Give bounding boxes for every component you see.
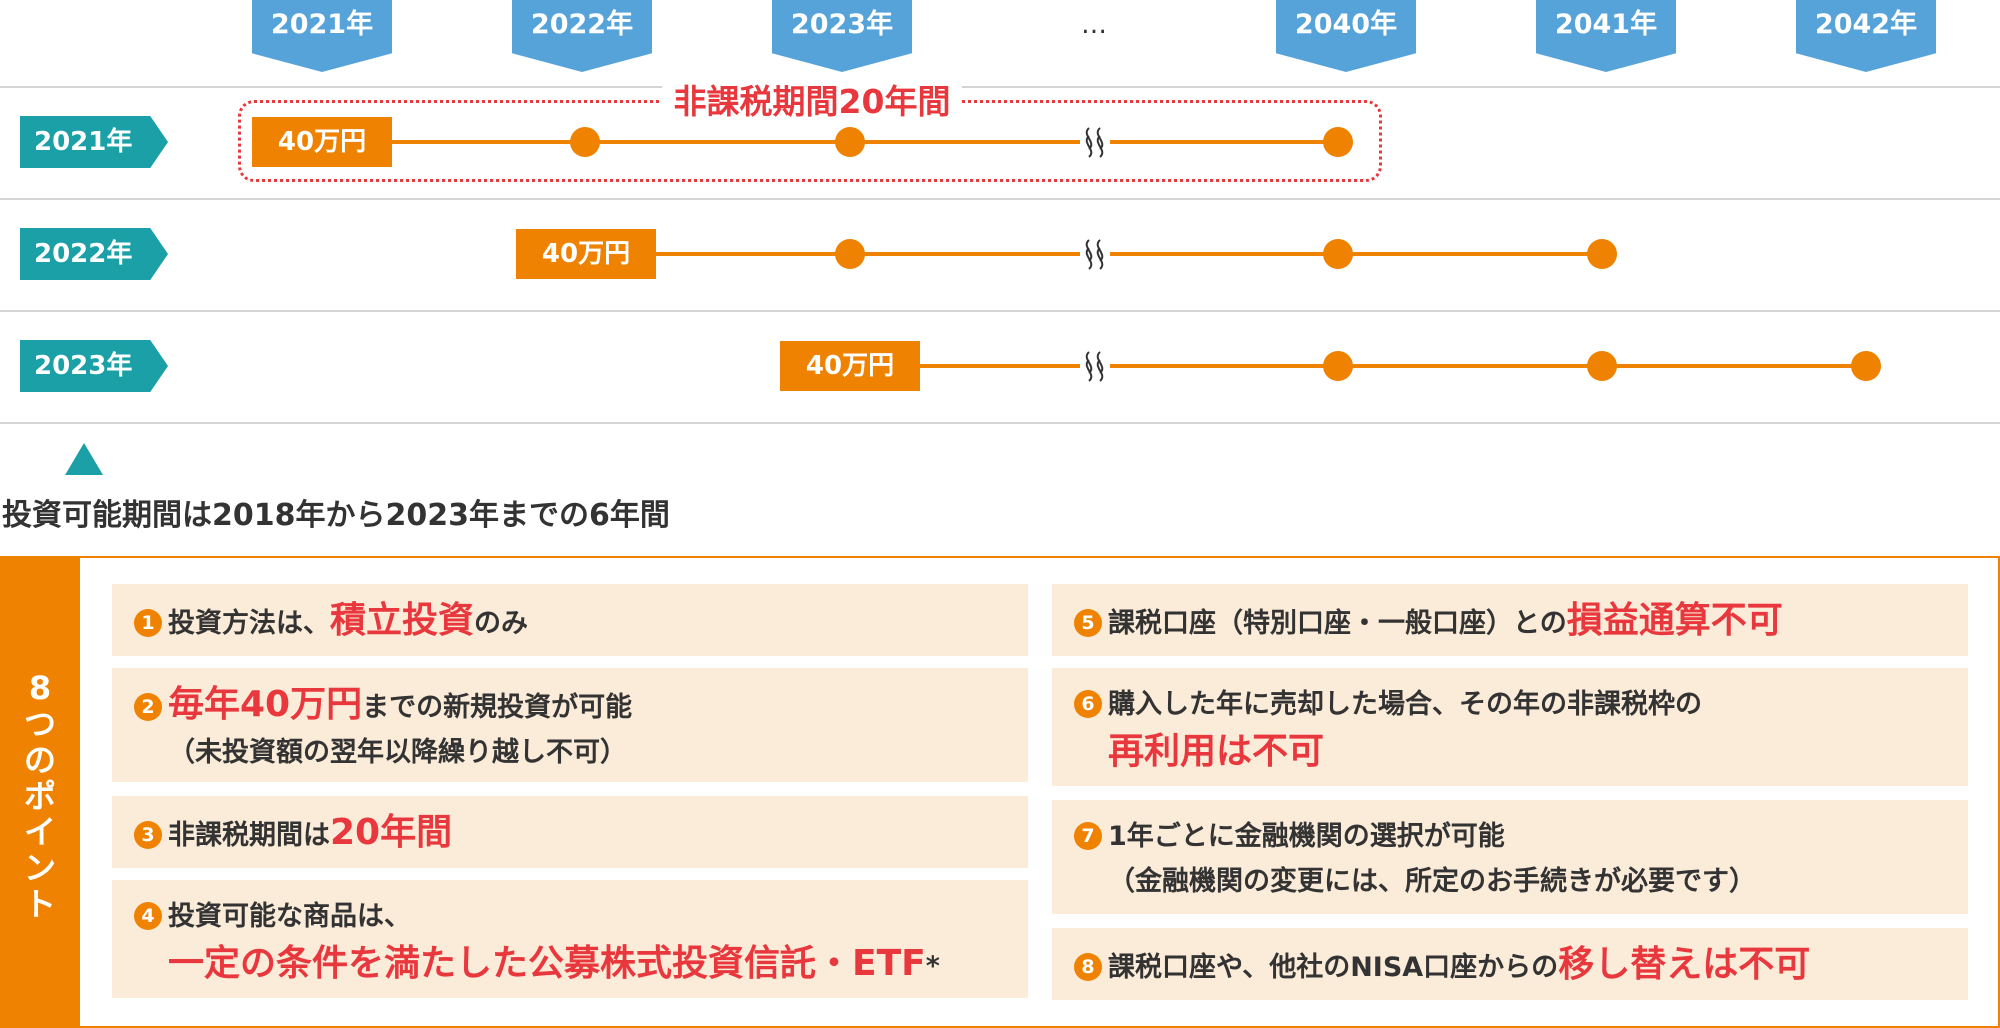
point-highlight: 積立投資 [330,600,475,641]
point-text-after: までの新規投資が可能 [362,692,633,723]
timeline-dot [1323,351,1353,381]
point-highlight: 一定の条件を満たした公募株式投資信託・ETF [168,943,926,984]
point-highlight: 毎年40万円 [168,684,363,725]
row-label-2022: 2022年 [20,228,168,280]
points-side-bar [0,556,80,1028]
number-badge-icon: 3 [134,820,162,849]
timeline-dot [570,127,600,157]
investment-period-note: 投資可能期間は2018年から2023年までの6年間 [2,498,670,533]
timeline-line [650,252,1604,256]
break-mark-icon [1080,234,1110,274]
row-divider [0,86,2000,88]
amount-box: 40万円 [780,341,920,391]
timeline-dot [1587,351,1617,381]
points-title-char: の [23,741,56,779]
number-badge-icon: 5 [1074,608,1102,637]
number-badge-icon: 4 [134,901,162,930]
timeline-dot [1851,351,1881,381]
timeline-dot [1323,127,1353,157]
amount-box: 40万円 [252,117,392,167]
number-badge-icon: 1 [134,608,162,637]
year-header-2040: 2040年 [1276,0,1416,72]
tax-free-period-label: 非課税期間20年間 [662,82,962,122]
timeline-dot [1323,239,1353,269]
point-text: 課税口座や、他社のNISA口座からの [1108,952,1559,983]
up-triangle-icon [65,443,103,475]
row-label-2023: 2023年 [20,340,168,392]
point-highlight: 再利用は不可 [1108,731,1325,772]
year-header-2023: 2023年 [772,0,912,72]
point-text: 投資方法は、 [168,608,330,639]
number-badge-icon: 2 [134,692,162,721]
point-text: 投資可能な商品は、 [168,901,411,932]
row-divider [0,310,2000,312]
break-mark-icon [1080,122,1110,162]
point-text: 1年ごとに金融機関の選択が可能 [1108,821,1505,852]
points-title-char: ト [23,885,56,923]
point-subtext: （未投資額の翌年以降繰り越し不可） [168,737,627,768]
point-highlight: 移し替えは不可 [1558,944,1811,985]
points-title-char: つ [23,705,56,743]
points-title-char: イ [23,813,56,851]
timeline-dot [1587,239,1617,269]
number-badge-icon: 8 [1074,952,1102,981]
point-highlight: 20年間 [330,812,453,853]
point-subtext: （金融機関の変更には、所定のお手続きが必要です） [1108,866,1756,897]
points-title: 8 つ の ポ イ ン ト [0,670,80,922]
number-badge-icon: 7 [1074,821,1102,850]
amount-box: 40万円 [516,229,656,279]
point-text-after: * [925,951,940,982]
row-label-2021: 2021年 [20,116,168,168]
points-title-char: ン [23,849,56,887]
timeline-dot [835,239,865,269]
point-text: 課税口座（特別口座・一般口座）との [1108,608,1567,639]
points-title-char: ポ [23,777,56,815]
points-title-char: 8 [28,669,52,707]
row-divider [0,422,2000,424]
year-header-2021: 2021年 [252,0,392,72]
number-badge-icon: 6 [1074,689,1102,718]
break-mark-icon [1080,346,1110,386]
year-header-2022: 2022年 [512,0,652,72]
year-header-2042: 2042年 [1796,0,1936,72]
timeline-line [914,364,1868,368]
point-text-after: のみ [474,608,529,639]
year-header-2041: 2041年 [1536,0,1676,72]
point-text: 非課税期間は [168,820,330,851]
timeline-dot [835,127,865,157]
point-highlight: 損益通算不可 [1566,600,1783,641]
row-divider [0,198,2000,200]
year-header-ellipsis: … [1081,10,1107,40]
point-text: 購入した年に売却した場合、その年の非課税枠の [1108,689,1702,720]
